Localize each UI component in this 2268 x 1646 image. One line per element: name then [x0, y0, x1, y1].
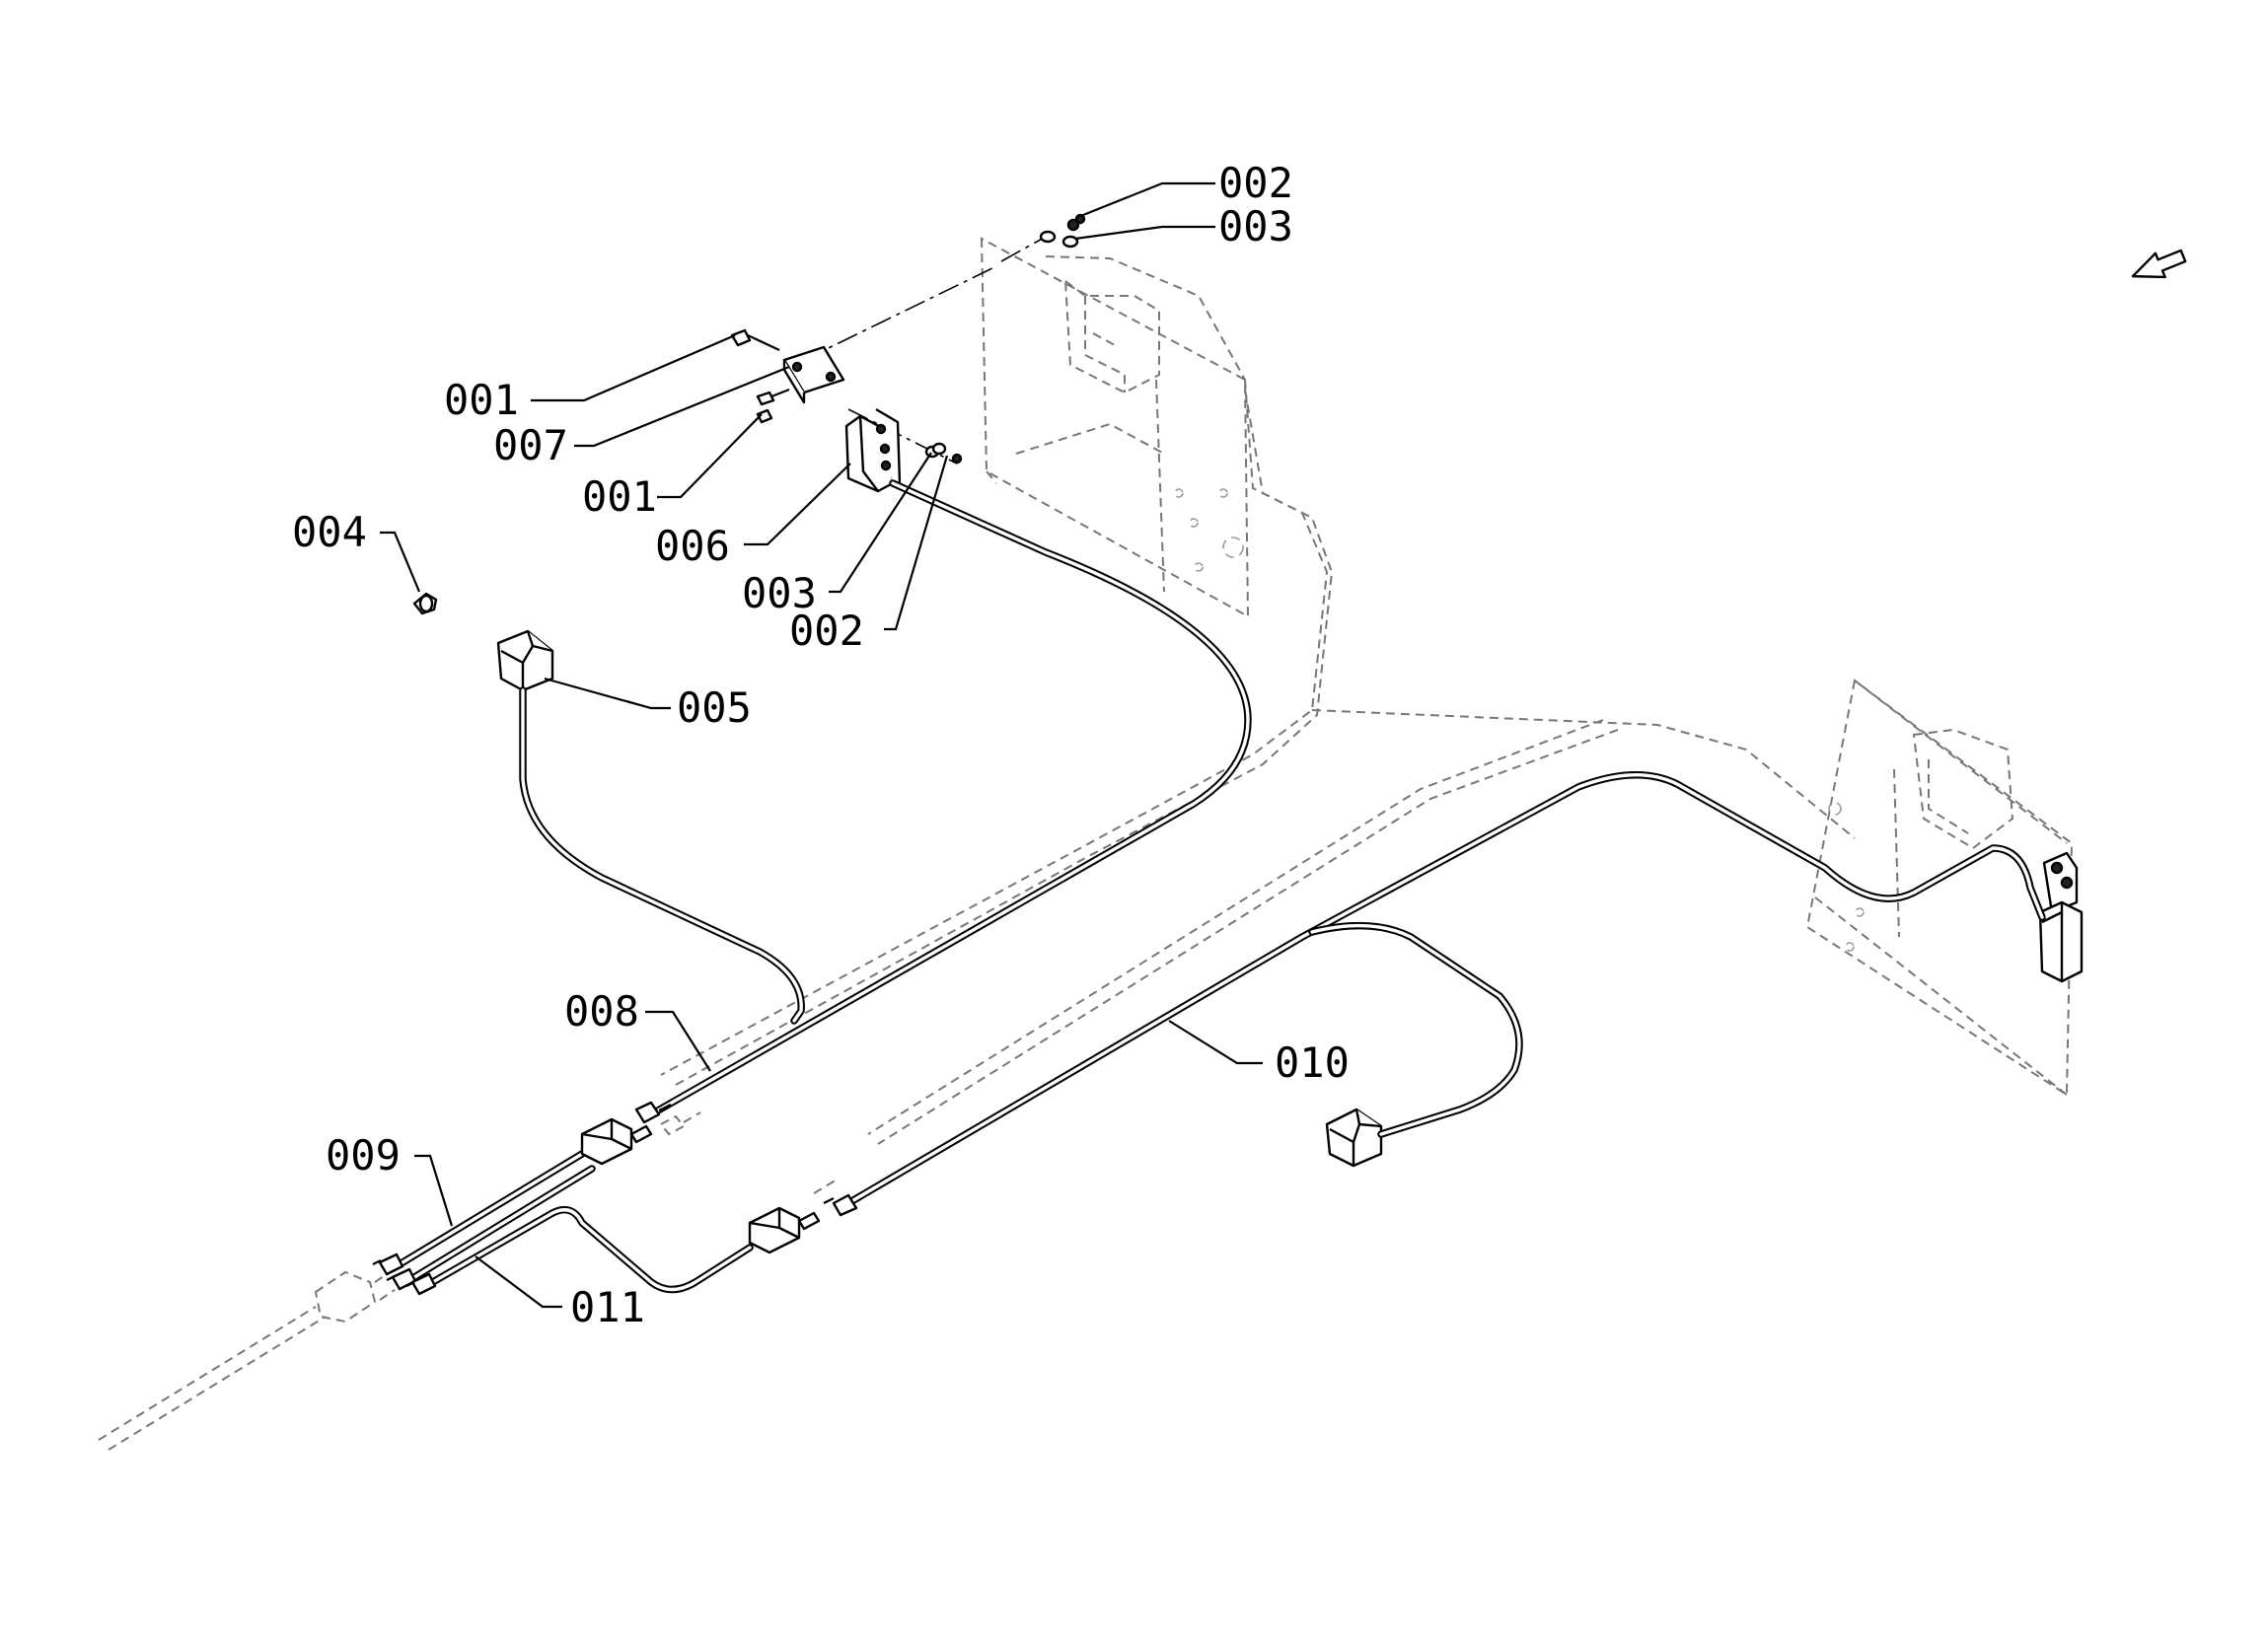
- work-lamp-right: [1325, 1108, 1383, 1168]
- lamp-housing-right: [2038, 851, 2084, 983]
- plug-008: [634, 1101, 661, 1124]
- work-lamp-left: [496, 629, 554, 692]
- plug-010: [832, 1193, 858, 1217]
- washer-lower-2: [931, 442, 947, 456]
- callout-004: 004: [292, 508, 367, 556]
- washer-top-2: [1061, 235, 1079, 249]
- connectors: [372, 1101, 858, 1296]
- phantom-frame-right: [867, 679, 2074, 1145]
- nut-lower: [951, 453, 963, 465]
- cable-005: [519, 686, 805, 1025]
- callout-011: 011: [570, 1283, 645, 1331]
- bolt-upper: [730, 328, 752, 347]
- callout-008: 008: [564, 987, 639, 1036]
- bolt-lower: [756, 391, 775, 406]
- callout-002-lower: 002: [789, 607, 864, 655]
- nut-top: [1066, 218, 1080, 232]
- callout-010: 010: [1275, 1038, 1350, 1087]
- callout-003-top: 003: [1218, 202, 1293, 250]
- cable-010-branch: [1308, 921, 1523, 1138]
- cable-010: [844, 770, 2046, 1207]
- bracket-hole: [791, 361, 803, 373]
- plug-009a: [378, 1252, 404, 1276]
- wire-harness: [391, 479, 2046, 1294]
- bracket-hole: [825, 371, 837, 383]
- phantom-connector-main: [98, 1270, 396, 1451]
- front-direction-arrow-icon: [2131, 249, 2187, 279]
- washer-top: [1039, 230, 1057, 244]
- callout-005: 005: [677, 683, 752, 732]
- callout-007: 007: [493, 421, 568, 469]
- callout-002-top: 002: [1218, 159, 1293, 207]
- phantom-frame-left: [660, 237, 1334, 1086]
- plug-009b: [391, 1267, 417, 1291]
- callout-001-lower: 001: [582, 472, 657, 521]
- bolt-lower-2: [756, 408, 773, 424]
- leader-lines: [380, 181, 1263, 1309]
- bulb: [412, 592, 438, 615]
- callout-001-upper: 001: [444, 376, 519, 424]
- callout-009: 009: [326, 1131, 401, 1180]
- callout-003-lower: 003: [742, 569, 817, 617]
- mounting-bracket-assembly: [730, 213, 1086, 493]
- plug-011: [410, 1272, 437, 1296]
- callout-006: 006: [655, 522, 730, 570]
- callout-labels: 002 003 001 007 001 006 004 003 002 005 …: [292, 159, 1350, 1331]
